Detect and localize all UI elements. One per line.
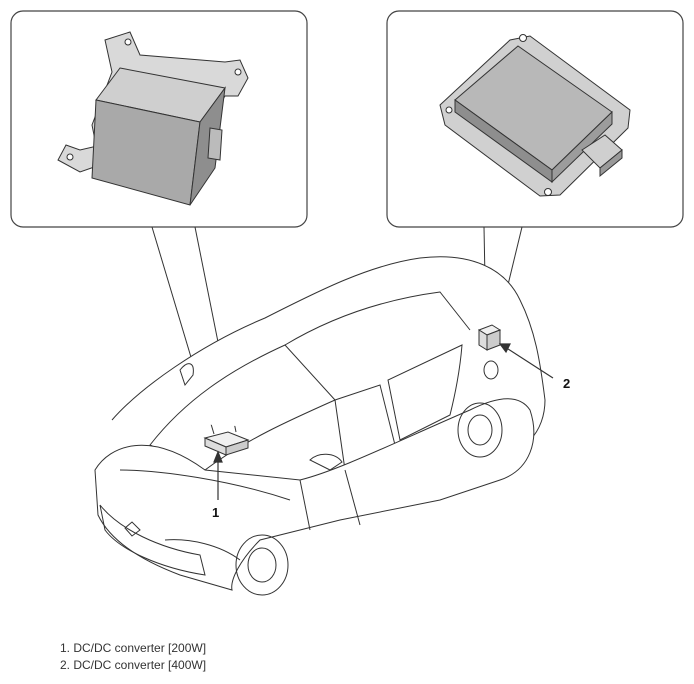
dcdc-converter-200w-illustration: [57, 31, 249, 206]
legend-item-1: 1. DC/DC converter [200W]: [60, 641, 207, 655]
callout-arrows: [213, 343, 554, 500]
car-illustration: [94, 256, 546, 596]
legend-item-2: 2. DC/DC converter [400W]: [60, 658, 207, 672]
callout-number-2: 2: [563, 376, 571, 391]
component-1-location: [203, 431, 250, 456]
legend: 1. DC/DC converter [200W] 2. DC/DC conve…: [60, 640, 206, 674]
callout-number-1: 1: [212, 505, 220, 520]
component-2-location: [477, 324, 502, 351]
detail-panel-2: [386, 10, 684, 228]
detail-panel-1: [10, 10, 308, 228]
dcdc-converter-400w-illustration: [439, 34, 631, 197]
